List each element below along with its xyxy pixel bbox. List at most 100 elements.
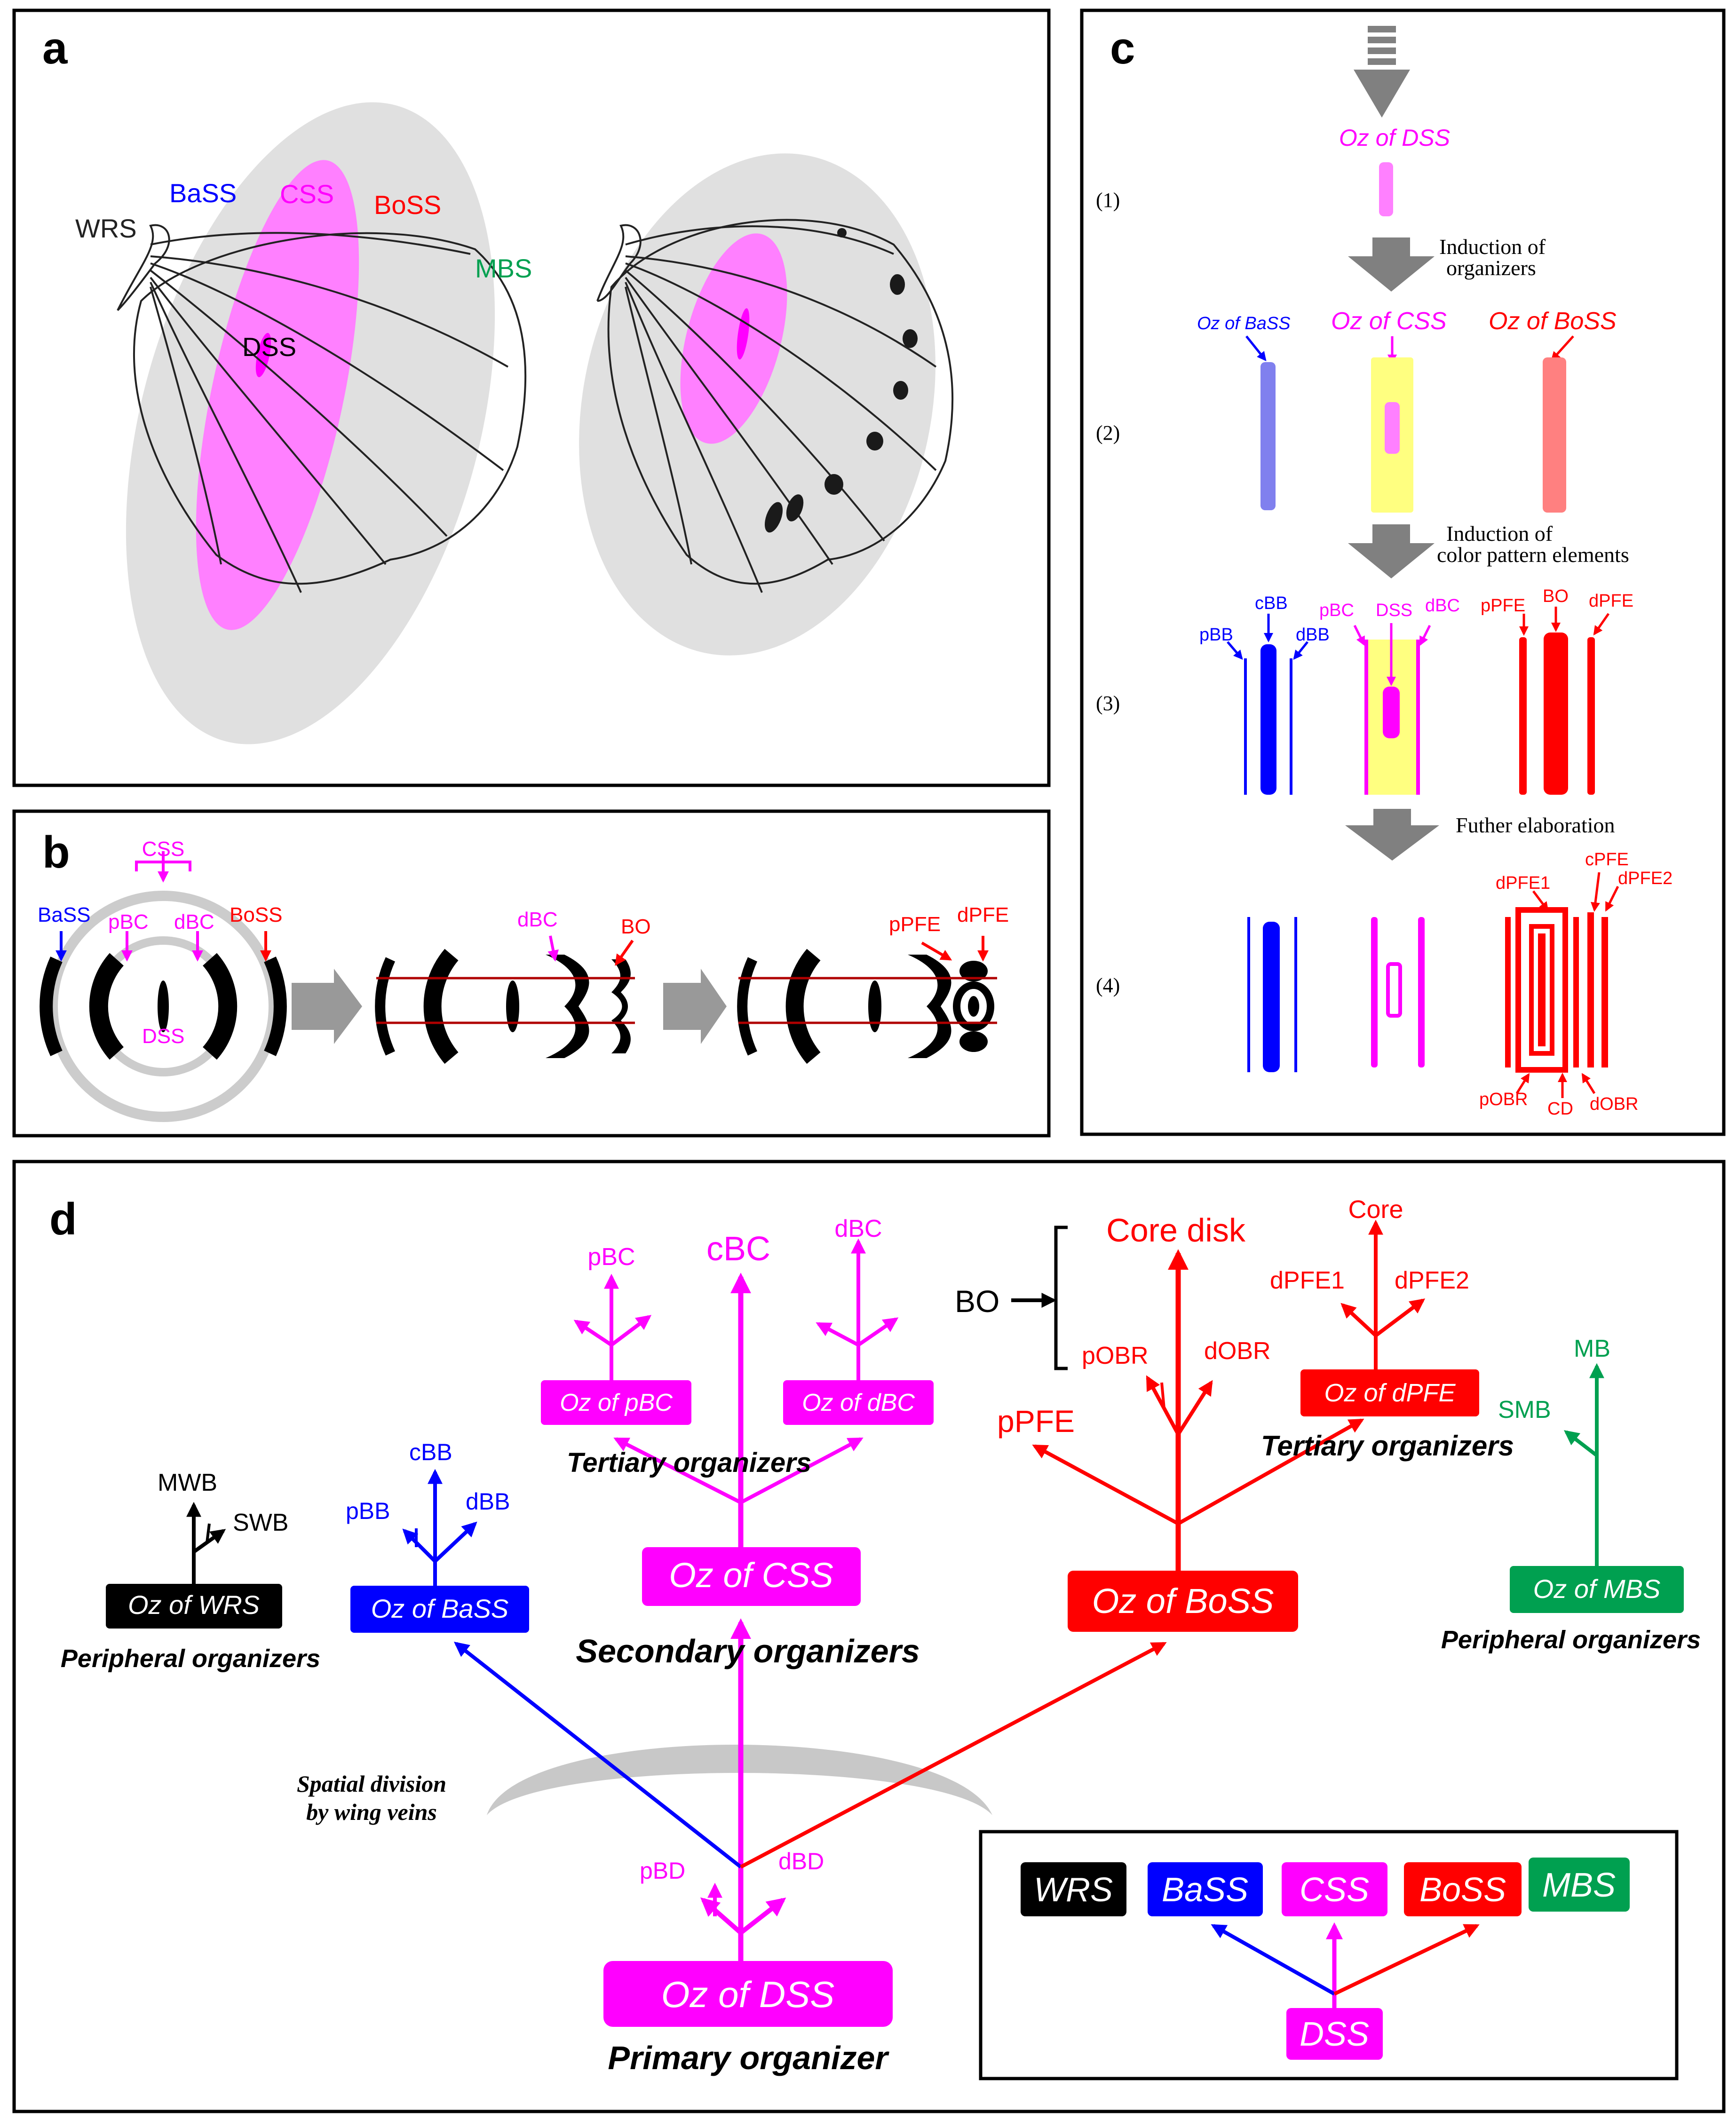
label-core-disk: Core disk	[1106, 1212, 1246, 1249]
panel-d: d Spatial division by wing veins Oz of D…	[12, 1160, 1726, 2113]
panel-b-letter: b	[42, 827, 70, 878]
wing-left: WRS BaSS CSS BoSS MBS DSS	[75, 102, 532, 744]
label-pbc: pBC	[587, 1243, 635, 1271]
mbs-organizer: Oz of MBS MB SMB Peripheral organizers	[1441, 1335, 1701, 1654]
induction-organizers-line1: Induction of	[1439, 235, 1546, 259]
boss-bar	[1543, 357, 1566, 513]
oz-mbs-box: Oz of MBS	[1533, 1574, 1661, 1604]
label-mb: MB	[1574, 1335, 1610, 1362]
label-dpfe2: dPFE2	[1395, 1267, 1469, 1294]
dss-spot	[255, 332, 271, 378]
label-pobr: pOBR	[1082, 1342, 1149, 1369]
label-pbc: pBC	[1319, 601, 1354, 620]
wing-right	[579, 153, 954, 656]
label-mwb: MWB	[158, 1469, 217, 1496]
panel-a: a WRS BaSS CSS BoSS MBS DSS	[12, 8, 1051, 787]
arrow-c2	[1348, 524, 1435, 578]
label-dbc: dBC	[174, 910, 214, 933]
oz-boss-box: Oz of BoSS	[1092, 1581, 1274, 1621]
step4-css	[1371, 917, 1425, 1067]
oz-bass-label: Oz of BaSS	[1197, 314, 1291, 333]
step4-boss: cPFE dPFE1 dPFE2 pOBR CD dOBR	[1479, 850, 1673, 1119]
label-dss: DSS	[142, 1025, 184, 1048]
label-pbd: pBD	[640, 1858, 685, 1884]
wing-vein-arc	[487, 1745, 992, 1815]
legend-bass: BaSS	[1162, 1871, 1248, 1909]
label-smb: SMB	[1498, 1396, 1551, 1423]
spatial-line1: Spatial division	[297, 1771, 446, 1797]
label-pbb: pBB	[346, 1498, 390, 1524]
step3-css: pBC DSS dBC	[1319, 596, 1460, 795]
label-bass: BaSS	[169, 178, 237, 208]
oz-css-label: Oz of CSS	[1331, 308, 1447, 335]
panel-c-letter: c	[1110, 23, 1135, 73]
oz-dss-box: Oz of DSS	[661, 1974, 834, 2015]
label-wrs: WRS	[75, 213, 137, 243]
panel-d-letter: d	[49, 1194, 77, 1244]
label-cbb: cBB	[1255, 593, 1288, 613]
label-pbb: pBB	[1199, 625, 1233, 645]
label-mbs: MBS	[475, 253, 532, 283]
label-dss: DSS	[242, 332, 296, 362]
step-2: (2)	[1096, 421, 1120, 444]
label-dpfe1: dPFE1	[1270, 1267, 1345, 1294]
peripheral-right: Peripheral organizers	[1441, 1626, 1701, 1654]
label-dbc: dBC	[834, 1215, 882, 1242]
step-1: (1)	[1096, 189, 1120, 212]
secondary-caption: Secondary organizers	[576, 1633, 920, 1669]
label-cbc: cBC	[706, 1230, 770, 1268]
label-dpfe: dPFE	[957, 903, 1009, 926]
step4-bass	[1247, 917, 1297, 1072]
pattern-concentric: CSS BaSS pBC dBC BoSS DSS	[38, 838, 287, 1122]
label-dbb: dBB	[466, 1488, 510, 1515]
oz-dpfe-box: Oz of dPFE	[1324, 1379, 1456, 1407]
arrow-b1	[292, 969, 362, 1044]
label-css: CSS	[142, 838, 184, 861]
label-swb: SWB	[233, 1509, 288, 1536]
dss-spot-right	[737, 308, 750, 360]
legend-css: CSS	[1300, 1871, 1369, 1909]
primary-caption: Primary organizer	[608, 2040, 889, 2076]
oz-dss-label: Oz of DSS	[1339, 125, 1450, 151]
step-3: (3)	[1096, 692, 1120, 715]
label-ppfe: pPFE	[1481, 596, 1525, 616]
label-dpfe: dPFE	[1589, 591, 1633, 611]
arrow-c1	[1348, 237, 1435, 292]
label-boss: BoSS	[374, 190, 441, 220]
primary-organizer: Oz of DSS Primary organizer pBD dBD	[453, 1618, 1167, 2076]
label-dbb: dBB	[1296, 625, 1330, 645]
legend-mbs: MBS	[1542, 1866, 1616, 1904]
label-bo: BO	[1543, 586, 1569, 606]
arrow-c3	[1345, 809, 1439, 861]
label-cbb: cBB	[409, 1439, 452, 1465]
css-inner-bar	[1385, 402, 1400, 454]
legend-wrs: WRS	[1034, 1871, 1113, 1909]
bass-bar	[1260, 362, 1276, 510]
label-bo: BO	[621, 915, 651, 938]
label-dobr: dOBR	[1590, 1094, 1638, 1114]
pattern-bands: dBC BO	[375, 908, 651, 1064]
oz-bass-box: Oz of BaSS	[371, 1594, 509, 1623]
legend-dss: DSS	[1300, 2016, 1369, 2053]
further-elaboration: Futher elaboration	[1456, 813, 1615, 837]
label-dobr: dOBR	[1204, 1337, 1271, 1365]
oz-dbc-box: Oz of dBC	[802, 1389, 915, 1416]
wrs-organizer: Oz of WRS MWB SWB Peripheral organizers	[61, 1469, 320, 1673]
tertiary-right: Tertiary organizers	[1261, 1430, 1514, 1462]
step-4: (4)	[1096, 974, 1120, 997]
label-pbc: pBC	[108, 910, 149, 933]
oz-wrs-box: Oz of WRS	[128, 1590, 260, 1620]
boss-organizer: Oz of BoSS pPFE Core disk pOBR dOBR BO O…	[955, 1195, 1514, 1632]
label-cpfe: cPFE	[1585, 850, 1629, 870]
label-dss: DSS	[1376, 601, 1412, 620]
induction-elements-line1: Induction of	[1446, 522, 1553, 546]
panel-b: b CSS BaSS pBC dBC BoSS DSS	[12, 809, 1051, 1138]
input-arrow	[1354, 26, 1410, 118]
label-ppfe: pPFE	[997, 1404, 1075, 1439]
label-bass: BaSS	[38, 903, 91, 926]
panel-a-letter: a	[42, 23, 68, 73]
label-core: Core	[1348, 1195, 1403, 1224]
tertiary-left: Tertiary organizers	[567, 1447, 811, 1478]
label-dbd: dBD	[778, 1848, 824, 1874]
